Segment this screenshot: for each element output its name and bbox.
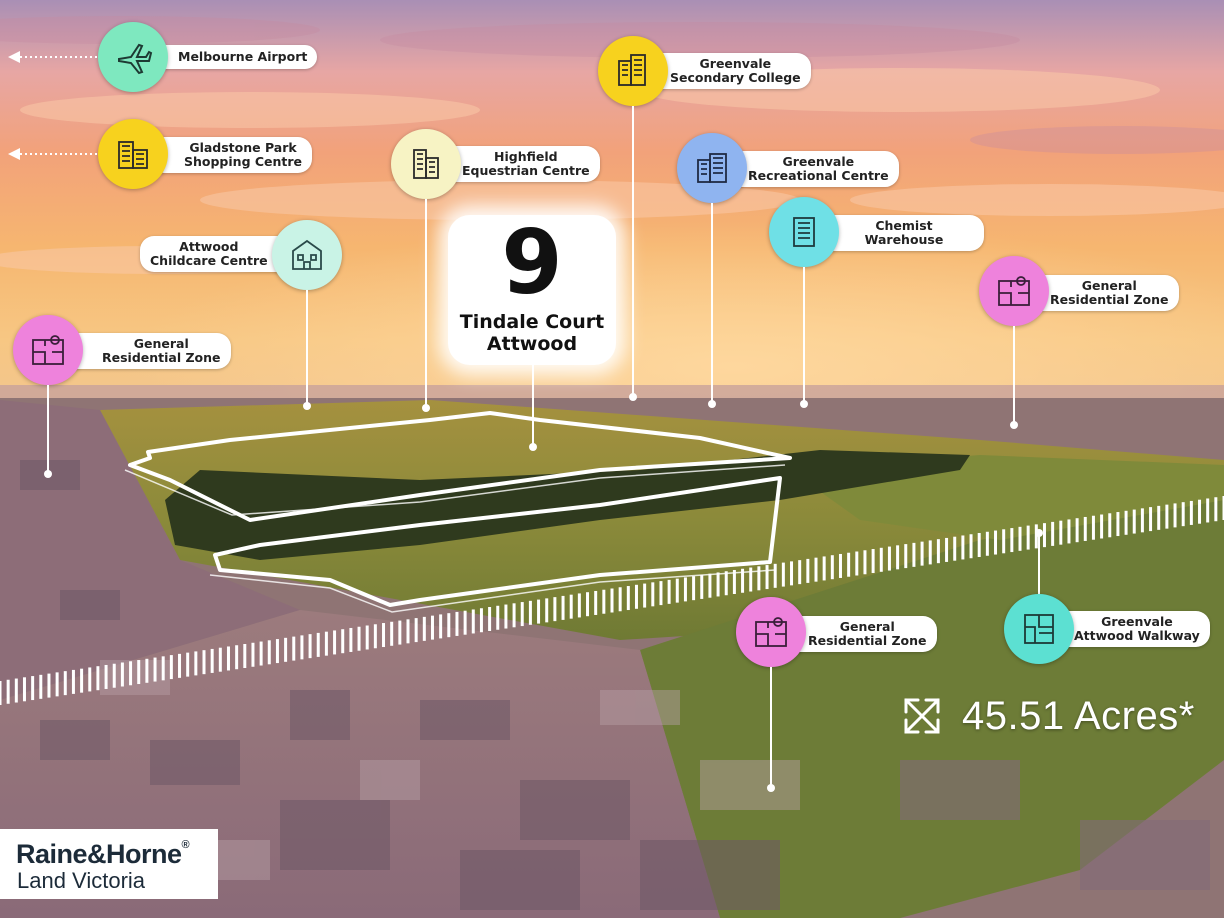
zoning-map-icon: [736, 597, 806, 667]
address-leader-dot: [529, 443, 537, 451]
property-address-label: 9 Tindale Court Attwood: [448, 215, 616, 365]
street-name: Tindale Court: [459, 311, 605, 333]
airplane-icon: [98, 22, 168, 92]
leader-dot: [708, 400, 716, 408]
leader-line: [770, 667, 772, 787]
shopping-centre-icon: [98, 119, 168, 189]
raine-horne-logo[interactable]: Raine&Horne® Land Victoria: [0, 829, 218, 899]
leader-dot: [1035, 529, 1043, 537]
college-building-icon: [598, 36, 668, 106]
direction-arrow-airport: [8, 51, 100, 63]
suburb-name: Attwood: [486, 333, 578, 355]
walkway-map-icon: [1004, 594, 1074, 664]
direction-arrow-gladstone: [8, 148, 100, 160]
address-leader-line: [532, 365, 534, 445]
land-area-value: 45.51 Acres*: [962, 694, 1195, 738]
leader-line: [425, 199, 427, 407]
leader-dot: [800, 400, 808, 408]
leader-line: [1013, 326, 1015, 424]
leader-line: [632, 106, 634, 396]
leader-dot: [1010, 421, 1018, 429]
leader-dot: [44, 470, 52, 478]
recreation-building-icon: [677, 133, 747, 203]
street-number: 9: [501, 211, 563, 314]
brand-name: Raine&Horne®: [16, 839, 190, 869]
childcare-building-icon: [272, 220, 342, 290]
land-area-badge: 45.51 Acres*: [900, 692, 1220, 742]
zoning-map-icon: [13, 315, 83, 385]
leader-dot: [767, 784, 775, 792]
leader-line: [803, 267, 805, 403]
poi-label: Melbourne Airport: [150, 45, 318, 69]
leader-dot: [303, 402, 311, 410]
leader-dot: [422, 404, 430, 412]
leader-dot: [629, 393, 637, 401]
leader-line: [1038, 532, 1040, 598]
zoning-map-icon: [979, 256, 1049, 326]
store-building-icon: [769, 197, 839, 267]
expand-arrows-icon: [904, 698, 940, 734]
office-building-icon: [391, 129, 461, 199]
leader-line: [47, 385, 49, 473]
leader-line: [306, 290, 308, 405]
leader-line: [711, 203, 713, 403]
brand-subtitle: Land Victoria: [17, 868, 146, 893]
